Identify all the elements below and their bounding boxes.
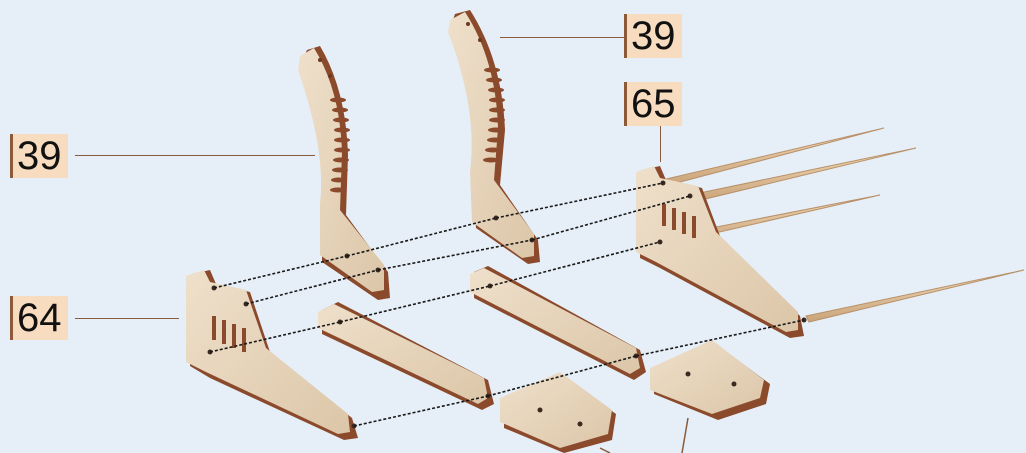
arm-left [318, 302, 494, 410]
part-39-left [298, 46, 390, 300]
part-64-bracket [186, 270, 358, 440]
leader-65 [660, 126, 661, 162]
callout-part-65: 65 [624, 82, 682, 126]
leader-block-right [682, 418, 688, 453]
dowel-2 [690, 148, 916, 202]
arm-right [470, 266, 646, 380]
leader-64 [75, 318, 179, 319]
dowel-4 [806, 270, 1024, 322]
callout-part-64: 64 [10, 296, 68, 340]
callout-part-39-top: 39 [624, 14, 682, 58]
leader-39-left [75, 155, 315, 156]
part-39-center [448, 10, 540, 264]
block-left [500, 372, 616, 453]
alignment-line [246, 270, 378, 304]
alignment-line [214, 256, 347, 288]
callout-part-39-left: 39 [10, 134, 68, 178]
leader-39-top [500, 37, 624, 38]
leader-block-left [600, 448, 610, 453]
block-right [650, 340, 770, 420]
alignment-line [354, 396, 488, 426]
